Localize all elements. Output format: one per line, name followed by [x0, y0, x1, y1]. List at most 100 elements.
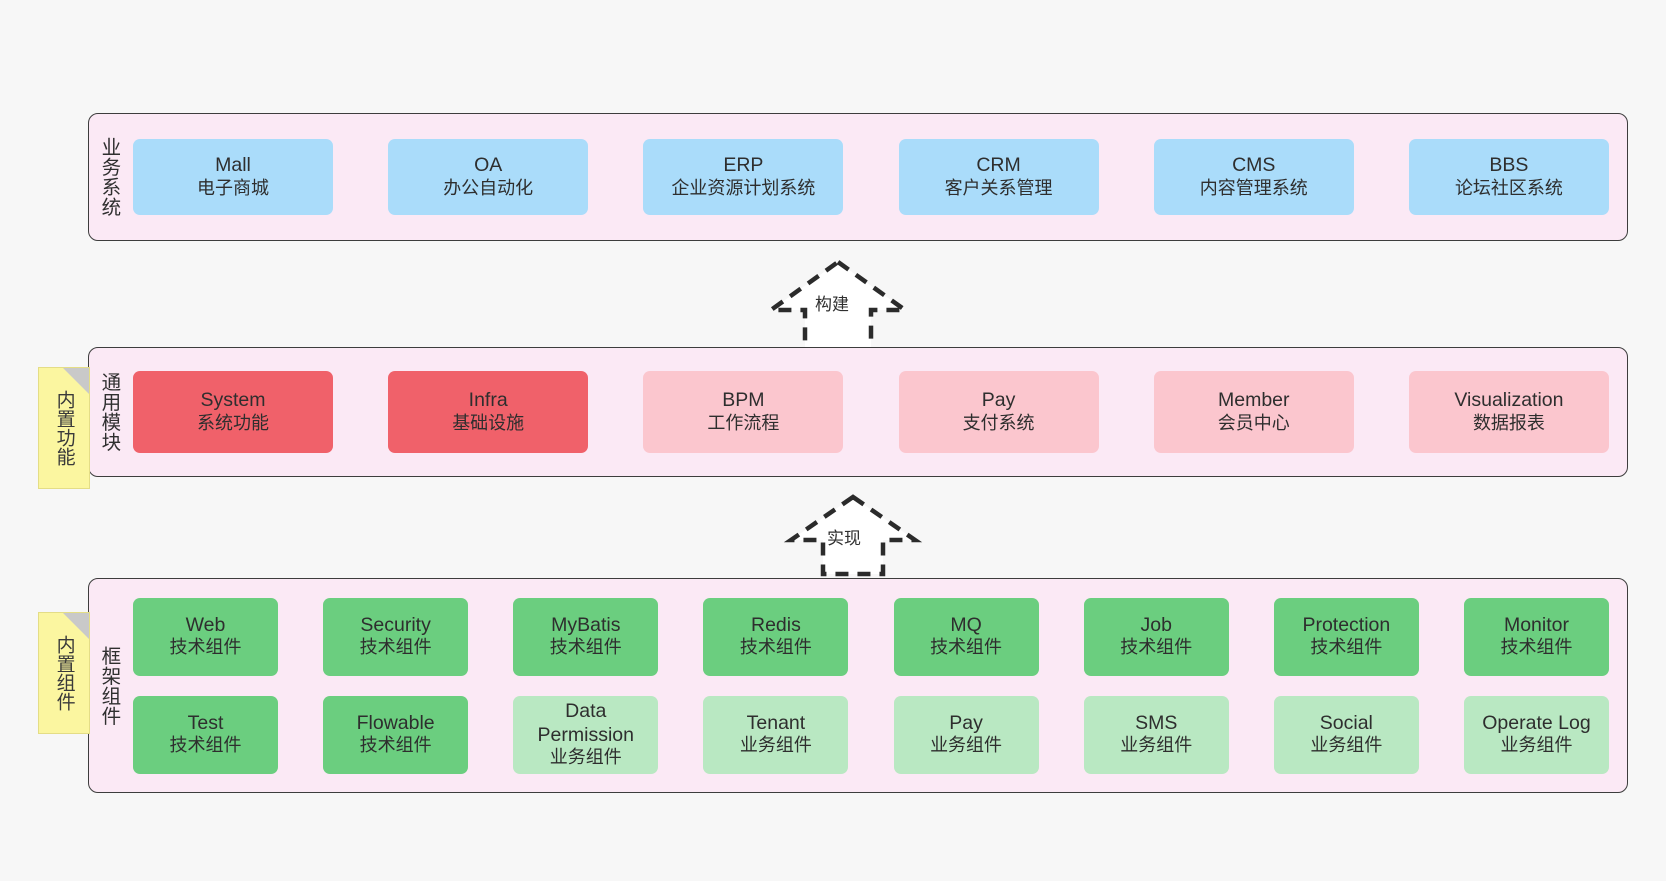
node-subtitle: 技术组件 — [359, 637, 432, 658]
node-title: Monitor — [1503, 613, 1569, 636]
node-title: OA — [474, 154, 503, 177]
node-system[interactable]: System 系统功能 — [133, 371, 333, 453]
node-title: Pay — [981, 389, 1016, 412]
layer-framework-components: 框架组件 Web 技术组件 Security 技术组件 MyBatis 技术组件… — [88, 578, 1628, 793]
layer-body-business: Mall 电子商城 OA 办公自动化 ERP 企业资源计划系统 CRM 客户关系… — [127, 114, 1627, 240]
node-infra[interactable]: Infra 基础设施 — [388, 371, 589, 453]
node-member[interactable]: Member 会员中心 — [1153, 371, 1354, 453]
node-erp[interactable]: ERP 企业资源计划系统 — [643, 139, 844, 215]
layer-body-modules: System 系统功能 Infra 基础设施 BPM 工作流程 Pay 支付系统… — [127, 348, 1627, 476]
node-title: Social — [1319, 711, 1373, 734]
modules-node-row: System 系统功能 Infra 基础设施 BPM 工作流程 Pay 支付系统… — [133, 371, 1609, 453]
node-monitor[interactable]: Monitor 技术组件 — [1463, 597, 1609, 676]
node-title: Protection — [1302, 613, 1391, 636]
connector-implement-label: 实现 — [827, 529, 861, 548]
node-social[interactable]: Social 业务组件 — [1273, 695, 1419, 774]
node-title: SMS — [1135, 711, 1178, 734]
node-title: Visualization — [1454, 389, 1564, 412]
node-subtitle: 会员中心 — [1217, 412, 1290, 433]
node-subtitle: 论坛社区系统 — [1454, 177, 1563, 198]
framework-biz-row: Test 技术组件 Flowable 技术组件 Data Permission … — [133, 695, 1609, 774]
node-bbs[interactable]: BBS 论坛社区系统 — [1408, 139, 1609, 215]
node-title: Redis — [750, 613, 801, 636]
node-subtitle: 电子商城 — [197, 177, 269, 198]
node-subtitle: 技术组件 — [1120, 637, 1193, 658]
note-label: 内置组件 — [53, 635, 75, 711]
node-subtitle: 内容管理系统 — [1199, 177, 1308, 198]
node-title: Data — [565, 699, 607, 722]
node-title: Pay — [949, 711, 983, 734]
node-subtitle: 业务组件 — [930, 735, 1003, 756]
node-title: MQ — [950, 613, 982, 636]
node-job[interactable]: Job 技术组件 — [1083, 597, 1229, 676]
node-protection[interactable]: Protection 技术组件 — [1273, 597, 1419, 676]
node-title: Flowable — [356, 711, 435, 734]
note-fold-corner-icon — [63, 368, 89, 394]
node-subtitle: 基础设施 — [452, 412, 525, 433]
node-subtitle: 业务组件 — [1120, 735, 1193, 756]
layer-title-framework: 框架组件 — [97, 645, 120, 726]
note-fold-corner-icon — [63, 613, 89, 639]
node-subtitle: 业务组件 — [549, 747, 622, 768]
layer-title-business: 业务系统 — [97, 137, 120, 217]
node-title: CMS — [1232, 154, 1276, 177]
node-test[interactable]: Test 技术组件 — [133, 695, 278, 774]
node-bpm[interactable]: BPM 工作流程 — [643, 371, 844, 453]
node-mq[interactable]: MQ 技术组件 — [893, 597, 1039, 676]
node-pay-component[interactable]: Pay 业务组件 — [893, 695, 1039, 774]
sticky-note-builtin-components[interactable]: 内置组件 — [38, 612, 90, 734]
node-web[interactable]: Web 技术组件 — [133, 597, 278, 676]
node-title: Mall — [215, 154, 251, 177]
framework-tech-row: Web 技术组件 Security 技术组件 MyBatis 技术组件 Redi… — [133, 597, 1609, 676]
node-subtitle: 业务组件 — [1500, 735, 1573, 756]
node-subtitle: 工作流程 — [707, 412, 780, 433]
node-subtitle: 数据报表 — [1472, 412, 1545, 433]
node-sms[interactable]: SMS 业务组件 — [1083, 695, 1229, 774]
node-oa[interactable]: OA 办公自动化 — [388, 139, 589, 215]
node-operate-log[interactable]: Operate Log 业务组件 — [1463, 695, 1609, 774]
node-title: Member — [1217, 389, 1290, 412]
node-title: Operate Log — [1482, 711, 1591, 734]
node-title: BBS — [1489, 154, 1529, 177]
node-flowable[interactable]: Flowable 技术组件 — [323, 695, 469, 774]
node-subtitle: 支付系统 — [962, 412, 1035, 433]
node-tenant[interactable]: Tenant 业务组件 — [703, 695, 849, 774]
node-title: Security — [360, 613, 431, 636]
node-mybatis[interactable]: MyBatis 技术组件 — [513, 597, 659, 676]
node-title: System — [200, 389, 266, 412]
layer-business-systems: 业务系统 Mall 电子商城 OA 办公自动化 ERP 企业资源计划系统 CRM… — [88, 113, 1628, 241]
node-subtitle: 业务组件 — [739, 735, 812, 756]
node-redis[interactable]: Redis 技术组件 — [703, 597, 849, 676]
node-security[interactable]: Security 技术组件 — [323, 597, 469, 676]
node-title: Test — [187, 711, 224, 734]
connector-build-arrow — [763, 259, 913, 358]
node-title: Infra — [468, 389, 508, 412]
node-title: Job — [1140, 613, 1172, 636]
node-title: CRM — [976, 154, 1021, 177]
node-subtitle: 企业资源计划系统 — [671, 177, 816, 198]
node-subtitle: 客户关系管理 — [944, 177, 1053, 198]
node-mall[interactable]: Mall 电子商城 — [133, 139, 333, 215]
node-visualization[interactable]: Visualization 数据报表 — [1408, 371, 1609, 453]
node-subtitle: 技术组件 — [359, 735, 432, 756]
node-subtitle: 技术组件 — [169, 735, 242, 756]
node-title: Tenant — [746, 711, 806, 734]
node-subtitle: 技术组件 — [930, 637, 1003, 658]
node-data-permission[interactable]: Data Permission 业务组件 — [513, 695, 659, 774]
node-cms[interactable]: CMS 内容管理系统 — [1153, 139, 1354, 215]
connector-build-label: 构建 — [815, 295, 849, 314]
node-title: BPM — [722, 389, 765, 412]
node-subtitle: 技术组件 — [1310, 637, 1383, 658]
node-pay-module[interactable]: Pay 支付系统 — [898, 371, 1099, 453]
connector-implement-arrow — [783, 494, 923, 577]
note-label: 内置功能 — [53, 390, 75, 466]
sticky-note-builtin-functions[interactable]: 内置功能 — [38, 367, 90, 489]
layer-title-modules: 通用模块 — [97, 372, 120, 452]
node-title: ERP — [723, 154, 764, 177]
node-subtitle: 业务组件 — [1310, 735, 1383, 756]
node-subtitle: 办公自动化 — [443, 177, 534, 198]
business-node-row: Mall 电子商城 OA 办公自动化 ERP 企业资源计划系统 CRM 客户关系… — [133, 139, 1609, 215]
node-crm[interactable]: CRM 客户关系管理 — [898, 139, 1099, 215]
layer-body-framework: Web 技术组件 Security 技术组件 MyBatis 技术组件 Redi… — [127, 579, 1627, 792]
